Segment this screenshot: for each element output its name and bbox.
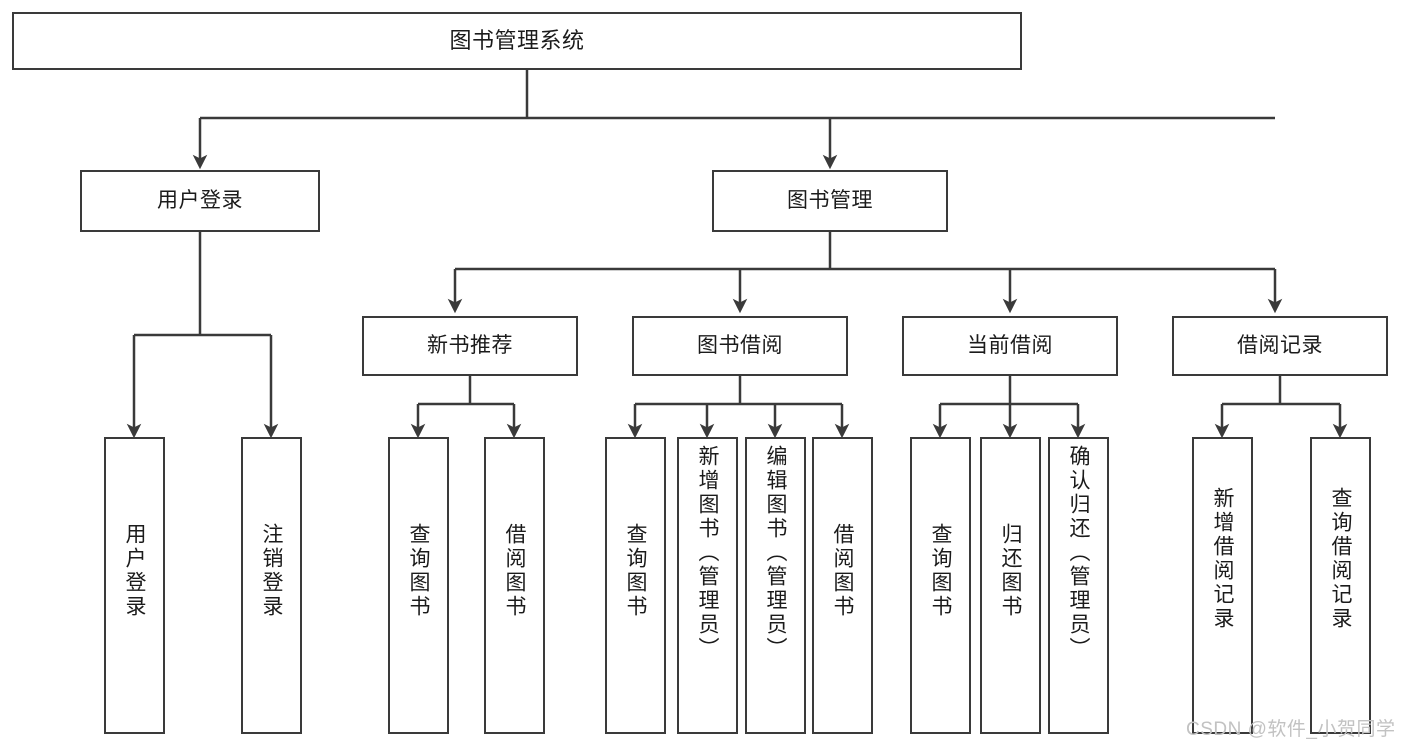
node-label: 借阅记录 [1237,333,1323,357]
node-label: 新增图书（管理员） [696,445,719,661]
node-user-login[interactable]: 用户登录 [80,170,320,232]
node-label: 当前借阅 [967,333,1053,357]
node-root-system[interactable]: 图书管理系统 [12,12,1022,70]
node-label: 图书管理系统 [449,28,585,54]
leaf-user-login[interactable]: 用户登录 [104,437,165,734]
node-current-borrow[interactable]: 当前借阅 [902,316,1118,376]
leaf-borrow-book-recommend[interactable]: 借阅图书 [484,437,545,734]
leaf-search-book-recommend[interactable]: 查询图书 [388,437,449,734]
node-label: 查询图书 [407,523,430,619]
node-label: 新书推荐 [427,333,513,357]
node-book-borrow[interactable]: 图书借阅 [632,316,848,376]
node-label: 图书管理 [787,188,873,212]
node-label: 查询图书 [624,523,647,619]
leaf-borrow-book[interactable]: 借阅图书 [812,437,873,734]
node-label: 归还图书 [999,523,1022,619]
leaf-return-book[interactable]: 归还图书 [980,437,1041,734]
leaf-add-book-admin[interactable]: 新增图书（管理员） [677,437,738,734]
watermark: CSDN @软件_小贺同学 [1186,719,1396,740]
node-label: 新增借阅记录 [1211,487,1234,631]
leaf-logout[interactable]: 注销登录 [241,437,302,734]
node-label: 用户登录 [157,188,243,212]
leaf-search-borrow-record[interactable]: 查询借阅记录 [1310,437,1371,734]
node-label: 借阅图书 [831,523,854,619]
leaf-add-borrow-record[interactable]: 新增借阅记录 [1192,437,1253,734]
node-label: 确认归还（管理员） [1067,445,1090,661]
node-label: 借阅图书 [503,523,526,619]
leaf-confirm-return-admin[interactable]: 确认归还（管理员） [1048,437,1109,734]
node-label: 查询图书 [929,523,952,619]
node-book-manage[interactable]: 图书管理 [712,170,948,232]
node-label: 图书借阅 [697,333,783,357]
node-label: 查询借阅记录 [1329,487,1352,631]
node-new-book-recommend[interactable]: 新书推荐 [362,316,578,376]
node-label: 用户登录 [123,523,146,619]
leaf-search-book-borrow[interactable]: 查询图书 [605,437,666,734]
node-label: 注销登录 [260,523,283,619]
node-borrow-record[interactable]: 借阅记录 [1172,316,1388,376]
leaf-edit-book-admin[interactable]: 编辑图书（管理员） [745,437,806,734]
leaf-search-book-current[interactable]: 查询图书 [910,437,971,734]
node-label: 编辑图书（管理员） [764,445,787,661]
